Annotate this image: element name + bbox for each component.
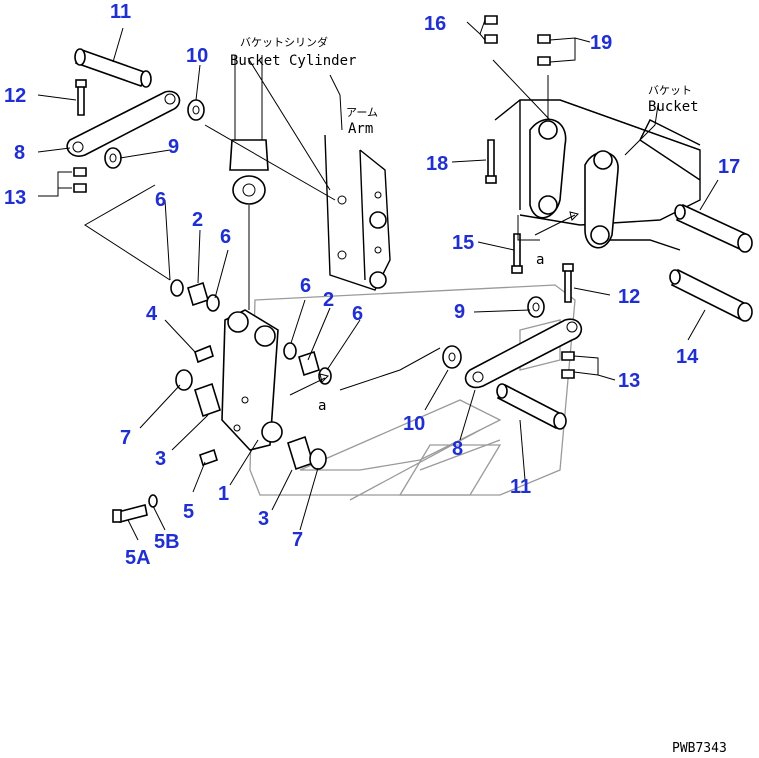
bolts-and-nuts: [73, 15, 575, 523]
pin-11-upper: [74, 48, 152, 88]
callout-3-right: 3: [258, 508, 269, 530]
callout-13-right: 13: [618, 370, 640, 392]
link-8-lower: [464, 318, 583, 389]
bucket-label: Bucket: [648, 99, 699, 115]
bucket-cylinder-jp-label: バケットシリンダ: [240, 35, 328, 49]
ref-arrows: [289, 211, 579, 396]
callout-11-lower: 11: [510, 476, 531, 498]
bucket-cylinder: [229, 55, 269, 310]
callout-16: 16: [424, 13, 446, 35]
callout-6-c: 6: [300, 275, 311, 297]
bucket: [494, 99, 701, 251]
callout-10-lower: 10: [403, 413, 425, 435]
callout-18: 18: [426, 153, 448, 175]
callout-17: 17: [718, 156, 740, 178]
callout-8-upper: 8: [14, 142, 25, 164]
callout-6-d: 6: [352, 303, 363, 325]
callout-5A: 5A: [125, 547, 151, 569]
callout-5B: 5B: [154, 531, 180, 553]
callout-1: 1: [218, 483, 229, 505]
link-assembly-1: [221, 309, 283, 451]
washers: [104, 99, 545, 369]
callout-5: 5: [183, 501, 194, 523]
callout-2-right: 2: [323, 289, 334, 311]
bushings-and-seals: [170, 279, 332, 471]
arm-jp-label: アーム: [346, 106, 378, 119]
arm: [324, 134, 391, 291]
callout-3-left: 3: [155, 448, 166, 470]
callout-7-right: 7: [292, 529, 303, 551]
callout-13-left: 13: [4, 187, 26, 209]
ref-a-upper: a: [536, 252, 544, 268]
callout-15: 15: [452, 232, 474, 254]
callout-6-b: 6: [220, 226, 231, 248]
callout-12-right: 12: [618, 286, 640, 308]
callout-11-upper: 11: [110, 1, 131, 23]
callout-numbers: 11 12 8 13 10 9 6 2 6 4 7 3 1 5 5A 5B 3 …: [4, 1, 740, 569]
callout-10-upper: 10: [186, 45, 208, 67]
bucket-cylinder-label: Bucket Cylinder: [230, 53, 356, 69]
callout-7-left: 7: [120, 427, 131, 449]
pin-17: [674, 203, 753, 253]
callout-9-lower: 9: [454, 301, 465, 323]
callout-12-left: 12: [4, 85, 26, 107]
pin-14: [669, 268, 753, 322]
callout-19: 19: [590, 32, 612, 54]
bucket-jp-label: バケット: [648, 84, 692, 97]
pin-11-lower: [496, 383, 567, 430]
callout-6-a: 6: [155, 189, 166, 211]
callout-4: 4: [146, 303, 158, 325]
callout-9-upper: 9: [168, 136, 179, 158]
ref-a-lower: a: [318, 398, 326, 414]
callout-2-left: 2: [192, 209, 203, 231]
ghost-base-outline: [249, 284, 576, 501]
callout-14: 14: [676, 346, 699, 368]
part-labels: バケットシリンダ Bucket Cylinder アーム Arm バケット Bu…: [230, 35, 727, 756]
callout-8-lower: 8: [452, 438, 463, 460]
leader-lines: [37, 19, 719, 541]
drawing-code: PWB7343: [672, 741, 727, 756]
arm-label: Arm: [348, 121, 373, 137]
